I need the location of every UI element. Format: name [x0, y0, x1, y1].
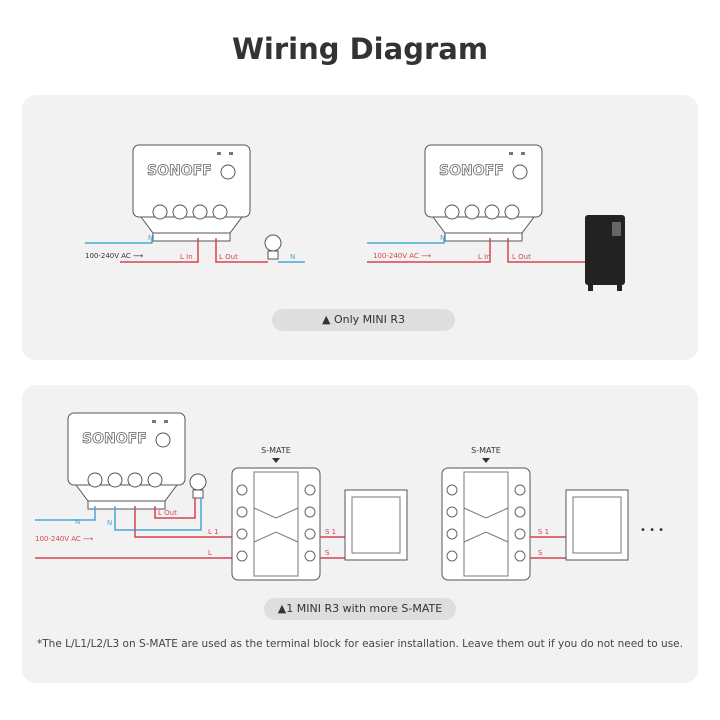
svg-text:L Out: L Out: [512, 253, 531, 261]
smate-device: [231, 467, 321, 581]
bulb-icon: [264, 234, 282, 260]
svg-text:L In: L In: [478, 253, 491, 261]
svg-text:N: N: [290, 253, 295, 261]
wire-label-n: N: [148, 234, 153, 242]
voltage-label: 100-240V AC ⟶: [85, 252, 143, 260]
svg-text:N: N: [75, 518, 80, 526]
arrow-down-icon: [272, 458, 280, 463]
wall-switch: [344, 489, 408, 561]
heater-icon: [585, 215, 625, 291]
svg-text:N: N: [440, 234, 445, 242]
svg-text:S: S: [538, 549, 543, 557]
more-ellipsis: • • •: [640, 525, 664, 536]
footnote: *The L/L1/L2/L3 on S-MATE are used as th…: [37, 638, 683, 650]
svg-text:S 1: S 1: [538, 528, 549, 536]
mini-r3-device: [424, 144, 543, 242]
mini-r3-device: [67, 412, 186, 510]
page-title: Wiring Diagram: [231, 32, 489, 66]
svg-text:L Out: L Out: [219, 253, 238, 261]
live-in-wire: [120, 238, 199, 263]
svg-text:L In: L In: [180, 253, 193, 261]
svg-text:100-240V AC ⟶: 100-240V AC ⟶: [35, 535, 93, 543]
wall-switch: [565, 489, 629, 561]
svg-text:L Out: L Out: [158, 509, 177, 517]
neutral-wire: [85, 238, 153, 244]
svg-text:100-240V AC ⟶: 100-240V AC ⟶: [373, 252, 431, 260]
caption-mini-r3-with-smate: ▲1 MINI R3 with more S-MATE: [264, 598, 456, 620]
smate-device: [441, 467, 531, 581]
mini-r3-device: [132, 144, 251, 242]
arrow-down-icon: [482, 458, 490, 463]
svg-text:S 1: S 1: [325, 528, 336, 536]
caption-only-mini-r3: ▲ Only MINI R3: [272, 309, 455, 331]
svg-text:S: S: [325, 549, 330, 557]
smate-label: S-MATE: [261, 446, 291, 455]
svg-text:N: N: [107, 519, 112, 527]
bulb-icon: [189, 473, 207, 499]
svg-text:L: L: [208, 549, 212, 557]
svg-text:L 1: L 1: [208, 528, 219, 536]
live-out-wire: [215, 238, 268, 263]
svg-text:S-MATE: S-MATE: [471, 446, 501, 455]
